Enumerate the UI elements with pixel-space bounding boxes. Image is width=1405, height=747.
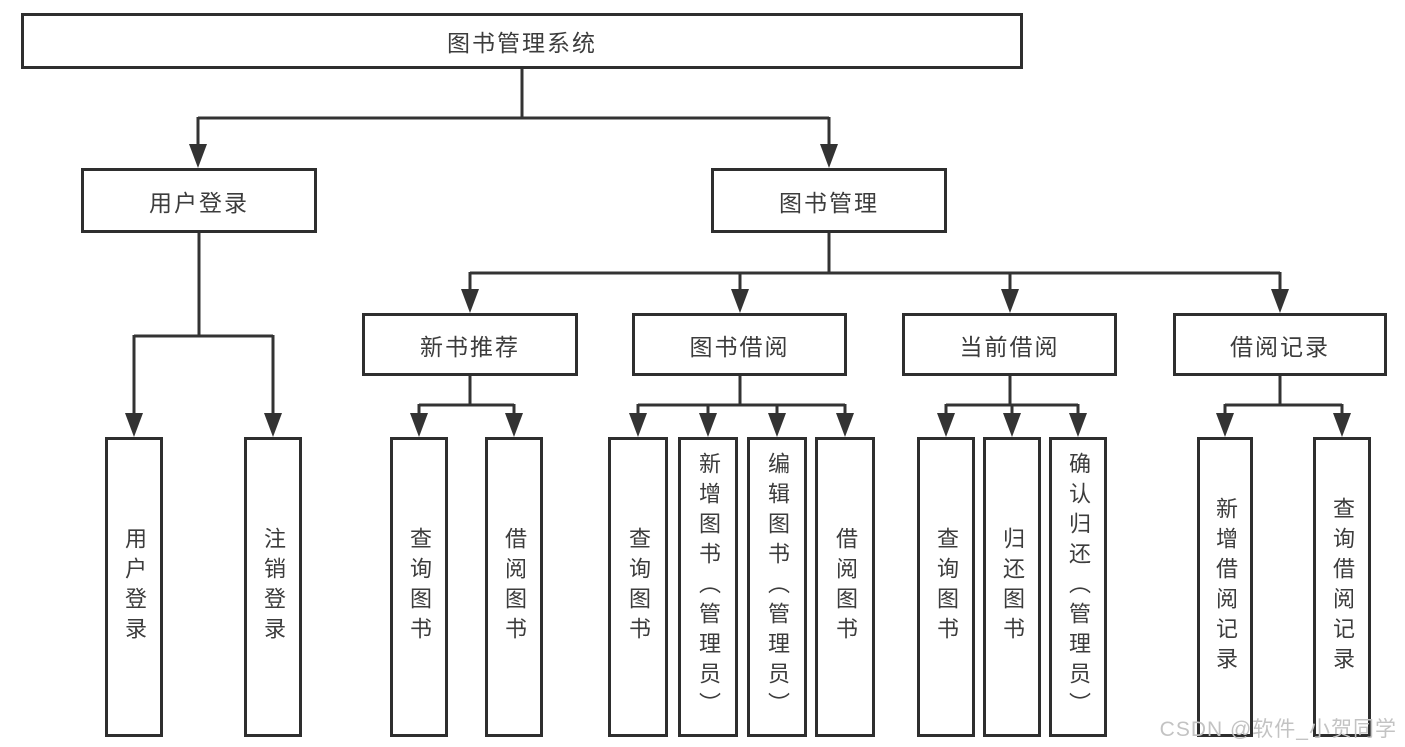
node-borrow-records: 借阅记录 xyxy=(1173,313,1387,376)
edges-root xyxy=(189,69,838,168)
arrowhead xyxy=(1271,289,1289,313)
node-label: 图书管理 xyxy=(779,189,879,216)
arrowhead xyxy=(189,144,207,168)
leaf-borrow-books-2: 借阅图书 xyxy=(815,437,875,737)
arrowhead xyxy=(125,413,143,437)
edges-user-login xyxy=(125,233,282,437)
node-label: 归还图书 xyxy=(1000,527,1025,647)
leaf-add-books-admin: 新增图书（管理员） xyxy=(678,437,738,737)
node-label: 图书管理系统 xyxy=(447,30,597,56)
node-library-management-system: 图书管理系统 xyxy=(21,13,1023,69)
arrowhead xyxy=(1001,289,1019,313)
leaf-borrow-books-1: 借阅图书 xyxy=(485,437,543,737)
arrowhead xyxy=(410,413,428,437)
arrowhead xyxy=(836,413,854,437)
leaf-confirm-return-admin: 确认归还（管理员） xyxy=(1049,437,1107,737)
arrowhead xyxy=(264,413,282,437)
leaf-user-login: 用户登录 xyxy=(105,437,163,737)
node-label: 借阅图书 xyxy=(833,527,858,647)
node-label: 注销登录 xyxy=(261,527,286,647)
node-label: 查询图书 xyxy=(626,527,651,647)
edges-borrow-records xyxy=(1216,376,1351,437)
edges-current-borrow xyxy=(937,376,1087,437)
node-label: 当前借阅 xyxy=(959,333,1060,360)
arrowhead xyxy=(731,289,749,313)
arrowhead xyxy=(768,413,786,437)
arrowhead xyxy=(937,413,955,437)
arrowhead xyxy=(1216,413,1234,437)
node-label: 编辑图书（管理员） xyxy=(765,452,790,722)
edges-new-book-recommend xyxy=(410,376,523,437)
arrowhead xyxy=(1333,413,1351,437)
node-label: 借阅记录 xyxy=(1230,333,1330,360)
arrowhead xyxy=(699,413,717,437)
node-label: 图书借阅 xyxy=(689,333,790,360)
arrowhead xyxy=(1003,413,1021,437)
csdn-watermark: CSDN @软件_小贺同学 xyxy=(1159,718,1397,741)
node-user-login: 用户登录 xyxy=(81,168,317,233)
leaf-return-books: 归还图书 xyxy=(983,437,1041,737)
leaf-edit-books-admin: 编辑图书（管理员） xyxy=(747,437,807,737)
node-new-book-recommend: 新书推荐 xyxy=(362,313,578,376)
node-label: 用户登录 xyxy=(149,189,249,216)
node-label: 借阅图书 xyxy=(502,527,527,647)
node-book-borrow: 图书借阅 xyxy=(632,313,847,376)
leaf-logout-login: 注销登录 xyxy=(244,437,302,737)
arrowhead xyxy=(1069,413,1087,437)
node-label: 新增借阅记录 xyxy=(1213,497,1238,677)
node-label: 新增图书（管理员） xyxy=(696,452,721,722)
arrowhead xyxy=(461,289,479,313)
arrowhead xyxy=(820,144,838,168)
node-book-management: 图书管理 xyxy=(711,168,947,233)
edges-book-management xyxy=(461,233,1289,313)
leaf-query-books-2: 查询图书 xyxy=(608,437,668,737)
node-label: 查询图书 xyxy=(407,527,432,647)
node-label: 新书推荐 xyxy=(420,333,520,360)
node-label: 查询借阅记录 xyxy=(1330,497,1355,677)
node-label: 确认归还（管理员） xyxy=(1066,452,1091,722)
leaf-query-borrow-record: 查询借阅记录 xyxy=(1313,437,1371,737)
node-label: 查询图书 xyxy=(934,527,959,647)
leaf-add-borrow-record: 新增借阅记录 xyxy=(1197,437,1253,737)
node-label: 用户登录 xyxy=(122,527,147,647)
arrowhead xyxy=(629,413,647,437)
node-current-borrow: 当前借阅 xyxy=(902,313,1117,376)
edges-book-borrow xyxy=(629,376,854,437)
leaf-query-books-1: 查询图书 xyxy=(390,437,448,737)
leaf-query-books-3: 查询图书 xyxy=(917,437,975,737)
arrowhead xyxy=(505,413,523,437)
